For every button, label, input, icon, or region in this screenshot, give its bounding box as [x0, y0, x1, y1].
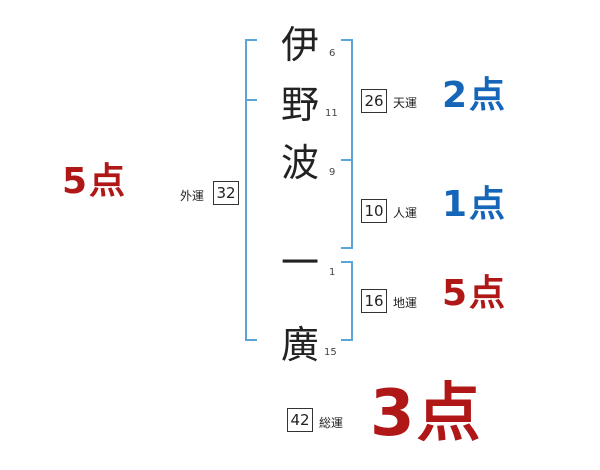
- stroke-count-4: 1: [329, 267, 336, 278]
- name-char-5: 廣: [281, 323, 320, 367]
- name-char-3: 波: [281, 141, 320, 185]
- tenun-label: 天運: [393, 96, 418, 110]
- chiun-score: 5点: [442, 273, 508, 314]
- gaiun-score: 5点: [62, 161, 128, 202]
- name-char-4: 一: [281, 241, 320, 285]
- souun-value-box: 42: [287, 408, 313, 432]
- heaven-bracket: [341, 39, 353, 161]
- name-char-2: 野: [281, 83, 320, 127]
- jinun-score: 1点: [442, 184, 508, 225]
- stroke-count-3: 9: [329, 167, 336, 178]
- tenun-value-box: 26: [361, 89, 387, 113]
- name-char-1: 伊: [281, 23, 320, 67]
- tenun-score: 2点: [442, 75, 508, 116]
- gaiun-label: 外運: [180, 189, 205, 203]
- outer-bracket: [245, 39, 257, 341]
- souun-score: 3点: [370, 377, 483, 451]
- earth-bracket: [341, 261, 353, 341]
- jinun-label: 人運: [393, 206, 418, 220]
- stroke-count-1: 6: [329, 48, 336, 59]
- souun-label: 総運: [319, 416, 344, 430]
- stroke-count-5: 15: [324, 347, 337, 358]
- gaiun-value-box: 32: [213, 181, 239, 205]
- jinun-value-box: 10: [361, 199, 387, 223]
- stroke-count-2: 11: [325, 108, 338, 119]
- chiun-value-box: 16: [361, 289, 387, 313]
- chiun-label: 地運: [393, 296, 418, 310]
- person-bracket: [341, 159, 353, 249]
